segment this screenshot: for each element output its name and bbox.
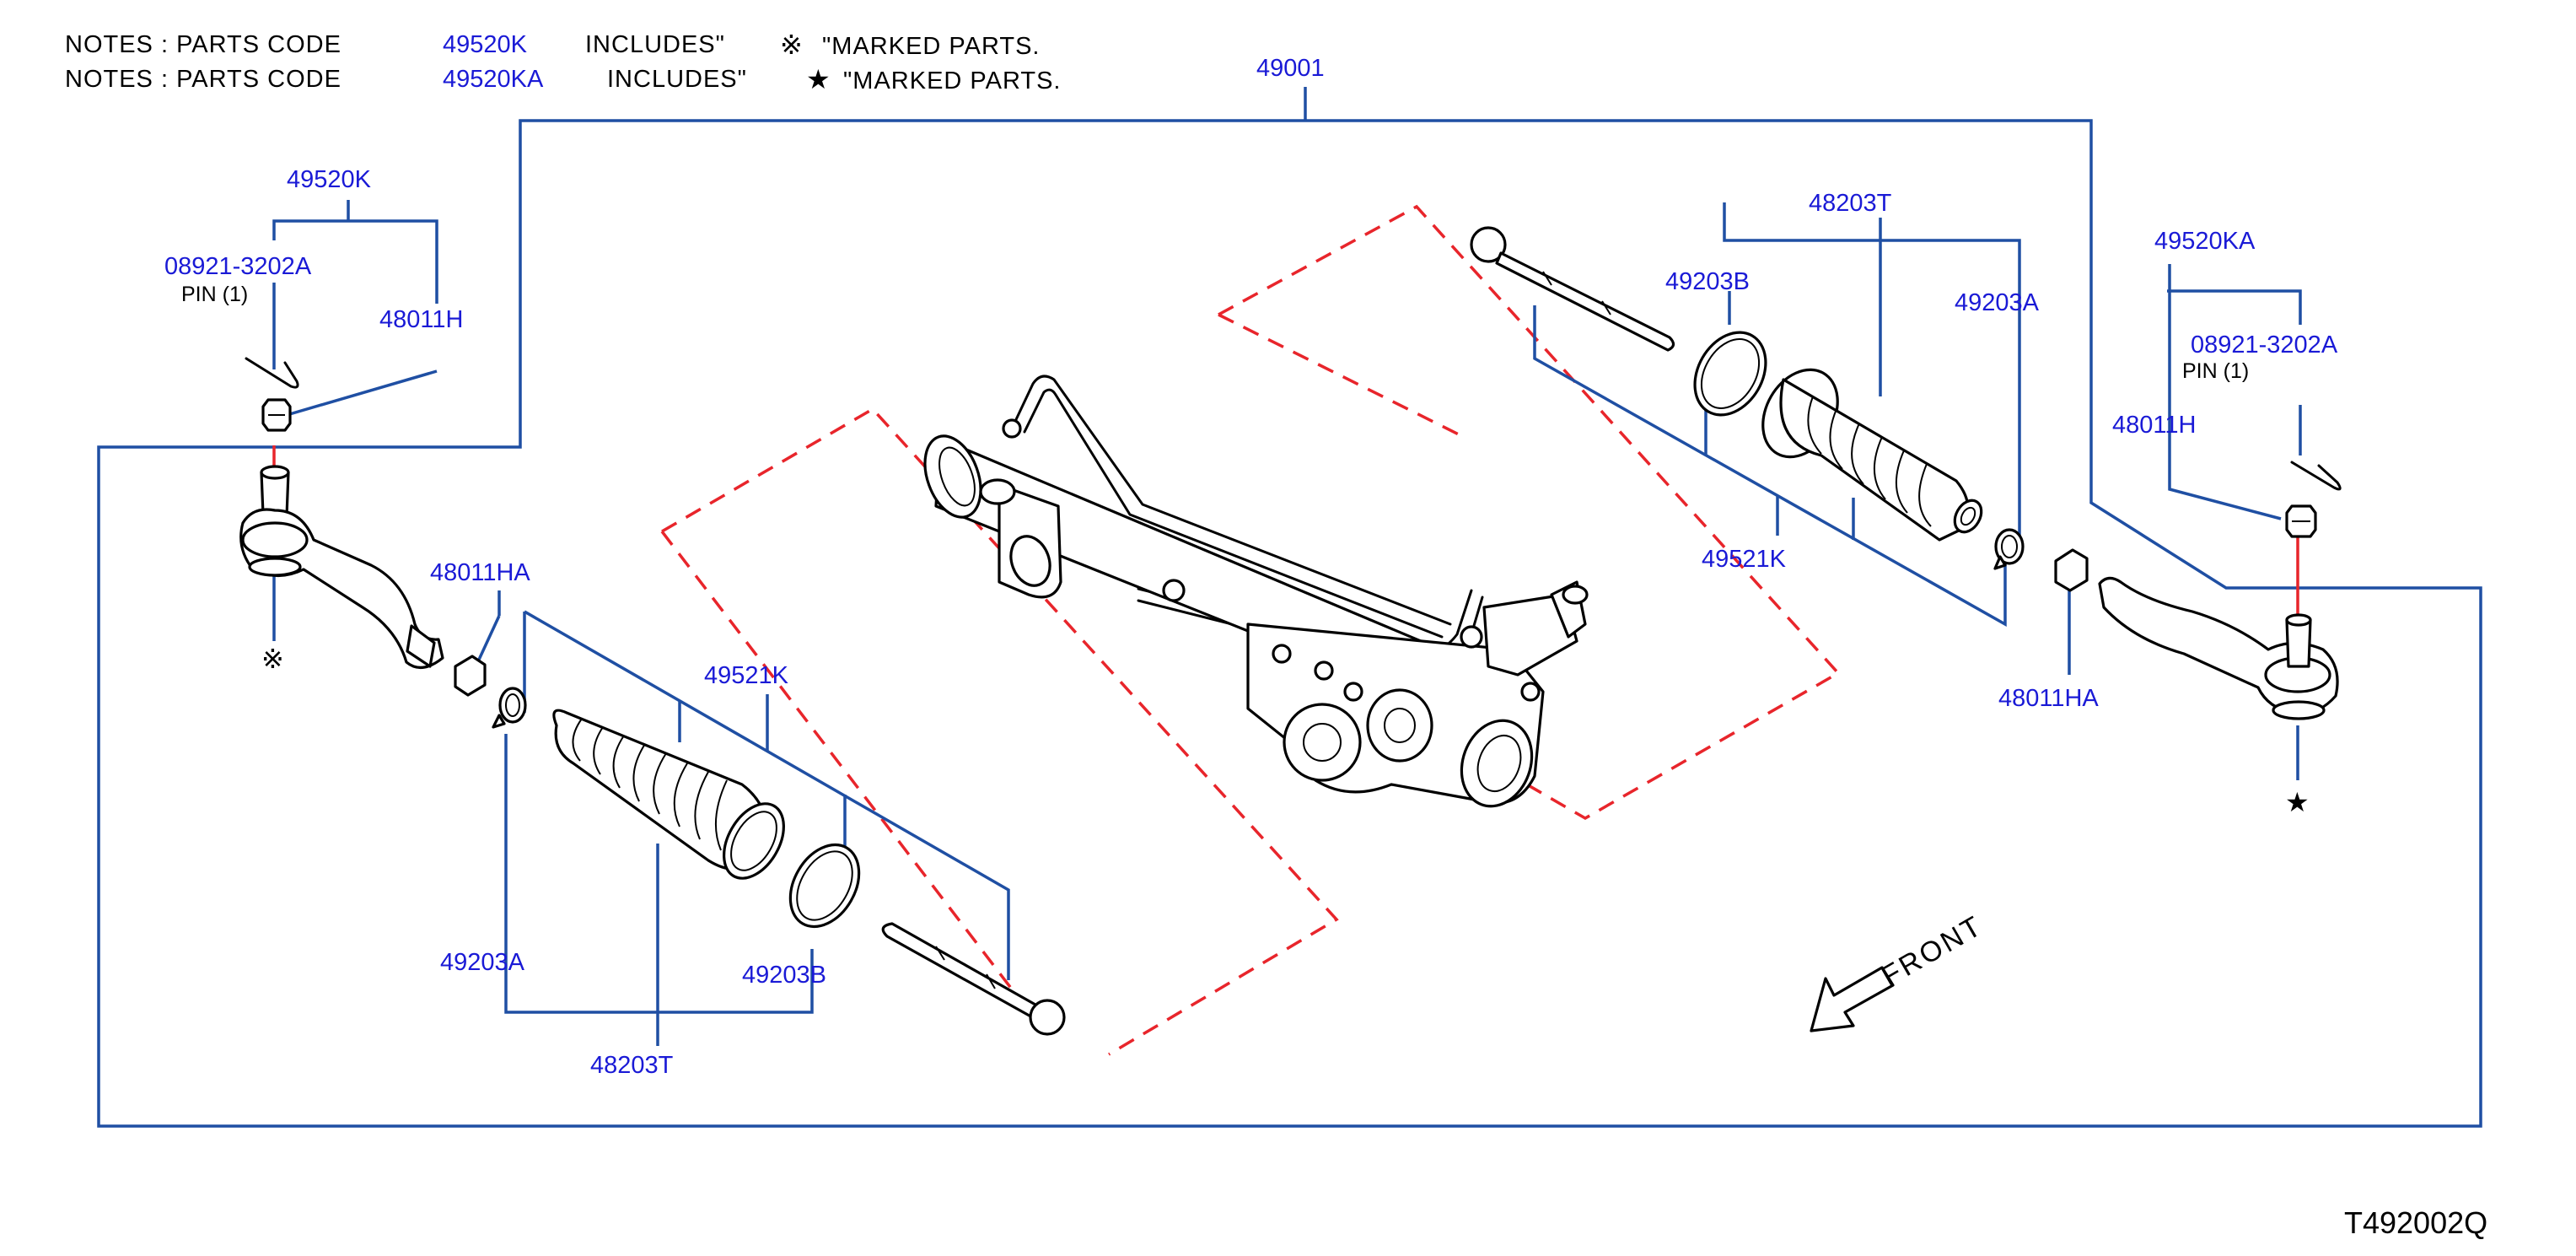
note-1-part-code[interactable]: 49520K (443, 31, 528, 58)
label-right-boot[interactable]: 48203T (1809, 190, 1892, 217)
right-tie-rod-end-group (2054, 264, 2342, 780)
front-direction-indicator: FRONT (1810, 909, 1988, 1032)
label-left-boot-kit[interactable]: 49521K (704, 662, 789, 689)
right-boot-bracket (1723, 202, 2021, 540)
left-castle-nut-icon (261, 398, 292, 432)
assembly-boundary-line (97, 119, 2482, 1128)
label-left-boot[interactable]: 48203T (590, 1052, 674, 1079)
valve-body (1482, 593, 1578, 677)
star-mark-icon: ★ (806, 64, 831, 94)
label-left-pin-text: PIN (1) (181, 283, 248, 306)
note-1-includes: INCLUDES" (585, 31, 725, 58)
left-inner-tie-rod-icon (881, 922, 1066, 1036)
left-boot-kit-top-leader (524, 610, 1010, 980)
label-right-pin-code[interactable]: 08921-3202A (2191, 332, 2338, 358)
left-rice-mark-icon: ※ (261, 644, 284, 674)
assembly-leader-lines (97, 87, 2482, 1128)
left-inner-rod-phantom (661, 407, 1339, 1056)
label-right-nut[interactable]: 48011H (2112, 412, 2196, 439)
label-right-tie-rod-end[interactable]: 49520KA (2154, 228, 2256, 255)
diagram-id: T492002Q (2344, 1205, 2487, 1240)
left-tie-rod-end-group (239, 200, 501, 697)
right-cotter-pin-icon (2290, 461, 2342, 491)
label-left-pin-code[interactable]: 08921-3202A (164, 253, 312, 280)
right-tie-rod-end-icon (2098, 576, 2339, 720)
label-left-tie-rod-end[interactable]: 49520K (287, 166, 372, 193)
label-right-boot-kit[interactable]: 49521K (1702, 546, 1787, 573)
label-right-clamp-b[interactable]: 49203B (1665, 268, 1750, 295)
right-jam-nut-icon (2054, 548, 2089, 592)
right-inner-tie-rod-icon (1470, 226, 1675, 352)
label-assembly[interactable]: 49001 (1256, 55, 1325, 82)
part-labels: 49001 49520K 08921-3202A PIN (1) 48011H … (164, 55, 2338, 1079)
left-jam-nut-icon (454, 655, 487, 697)
right-inner-rod-phantom (1218, 204, 1841, 821)
housing-mount-center (1366, 688, 1433, 763)
rice-mark-icon: ※ (780, 30, 803, 60)
note-2-marked: "MARKED PARTS. (843, 67, 1062, 94)
left-jam-nut-leader (477, 615, 501, 660)
steering-gear-housing-icon (923, 375, 1589, 808)
left-phantom-lower-edge (660, 530, 1047, 1035)
label-left-clamp-a[interactable]: 49203A (440, 949, 525, 976)
note-1-marked: "MARKED PARTS. (822, 33, 1041, 60)
label-right-jam-nut[interactable]: 48011HA (1998, 685, 2099, 712)
rack-right-end (1460, 719, 1534, 808)
left-bellows-boot-icon (552, 709, 785, 880)
notes-block: NOTES : PARTS CODE 49520K INCLUDES" ※ "M… (65, 30, 1062, 94)
label-right-pin-text: PIN (1) (2182, 359, 2249, 383)
label-left-nut[interactable]: 48011H (379, 306, 463, 333)
note-2-prefix: NOTES : PARTS CODE (65, 66, 341, 93)
note-1-prefix: NOTES : PARTS CODE (65, 31, 341, 58)
left-tie-rod-end-bracket (272, 200, 438, 304)
left-nut-leader (286, 369, 438, 417)
left-cotter-pin-icon (245, 357, 299, 389)
rack-left-end (923, 434, 982, 519)
right-small-clamp-icon (1993, 528, 2025, 570)
upper-fluid-line (1010, 375, 1452, 626)
front-arrow-icon (1810, 966, 1895, 1032)
left-small-clamp-icon (492, 687, 527, 729)
upper-fluid-line-inner (1023, 388, 1444, 639)
left-boot-group (492, 610, 1066, 1046)
front-label: FRONT (1876, 909, 1988, 993)
right-castle-nut-icon (2285, 504, 2317, 538)
note-2-part-code[interactable]: 49520KA (443, 66, 544, 93)
right-star-mark-icon: ★ (2285, 787, 2310, 817)
housing-mount-left (1283, 703, 1362, 782)
right-large-clamp-icon (1693, 331, 1767, 417)
left-tie-rod-end-icon (239, 465, 444, 669)
right-bellows-boot-icon (1761, 368, 1983, 542)
right-tie-rod-end-bracket (2167, 264, 2302, 520)
left-large-clamp-icon (788, 843, 861, 929)
label-left-jam-nut[interactable]: 48011HA (430, 559, 530, 586)
right-boot-kit-outline (1533, 305, 2007, 627)
label-left-clamp-b[interactable]: 49203B (742, 962, 826, 989)
note-2-includes: INCLUDES" (607, 66, 747, 93)
label-right-clamp-a[interactable]: 49203A (1955, 289, 2040, 316)
right-boot-group (1470, 202, 2025, 627)
right-phantom-upper-edge (1218, 313, 1468, 440)
